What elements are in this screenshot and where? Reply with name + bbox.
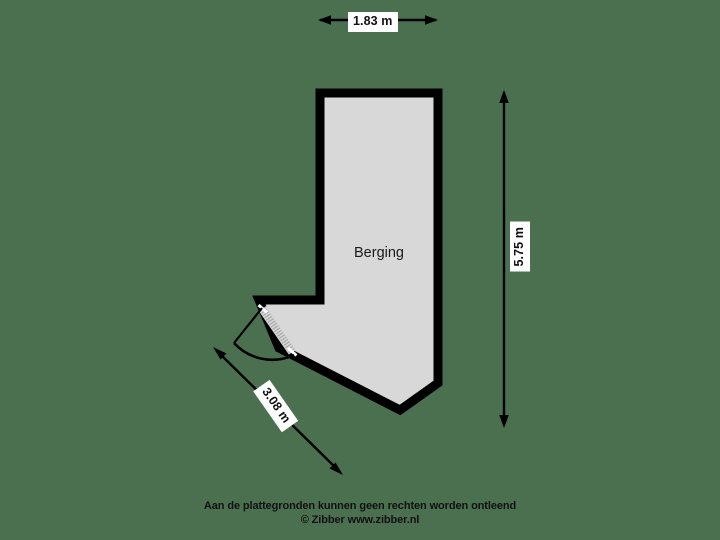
- door-opening-hatch: [259, 306, 296, 354]
- footer-copyright: © Zibber www.zibber.nl: [300, 513, 420, 526]
- dimension-label-top: 1.83 m: [348, 12, 398, 32]
- room-shape-berging: [259, 93, 438, 410]
- door-swing-arc: [233, 342, 295, 362]
- door-jamb-lower: [287, 346, 298, 357]
- footer-credits: Aan de plattegronden kunnen geen rechten…: [0, 500, 720, 528]
- dimension-right: [499, 90, 509, 428]
- room-walls: [252, 88, 443, 416]
- door-leaf: [233, 307, 263, 344]
- room-label-berging: Berging: [354, 245, 404, 261]
- footer-disclaimer: Aan de plattegronden kunnen geen rechten…: [203, 500, 517, 512]
